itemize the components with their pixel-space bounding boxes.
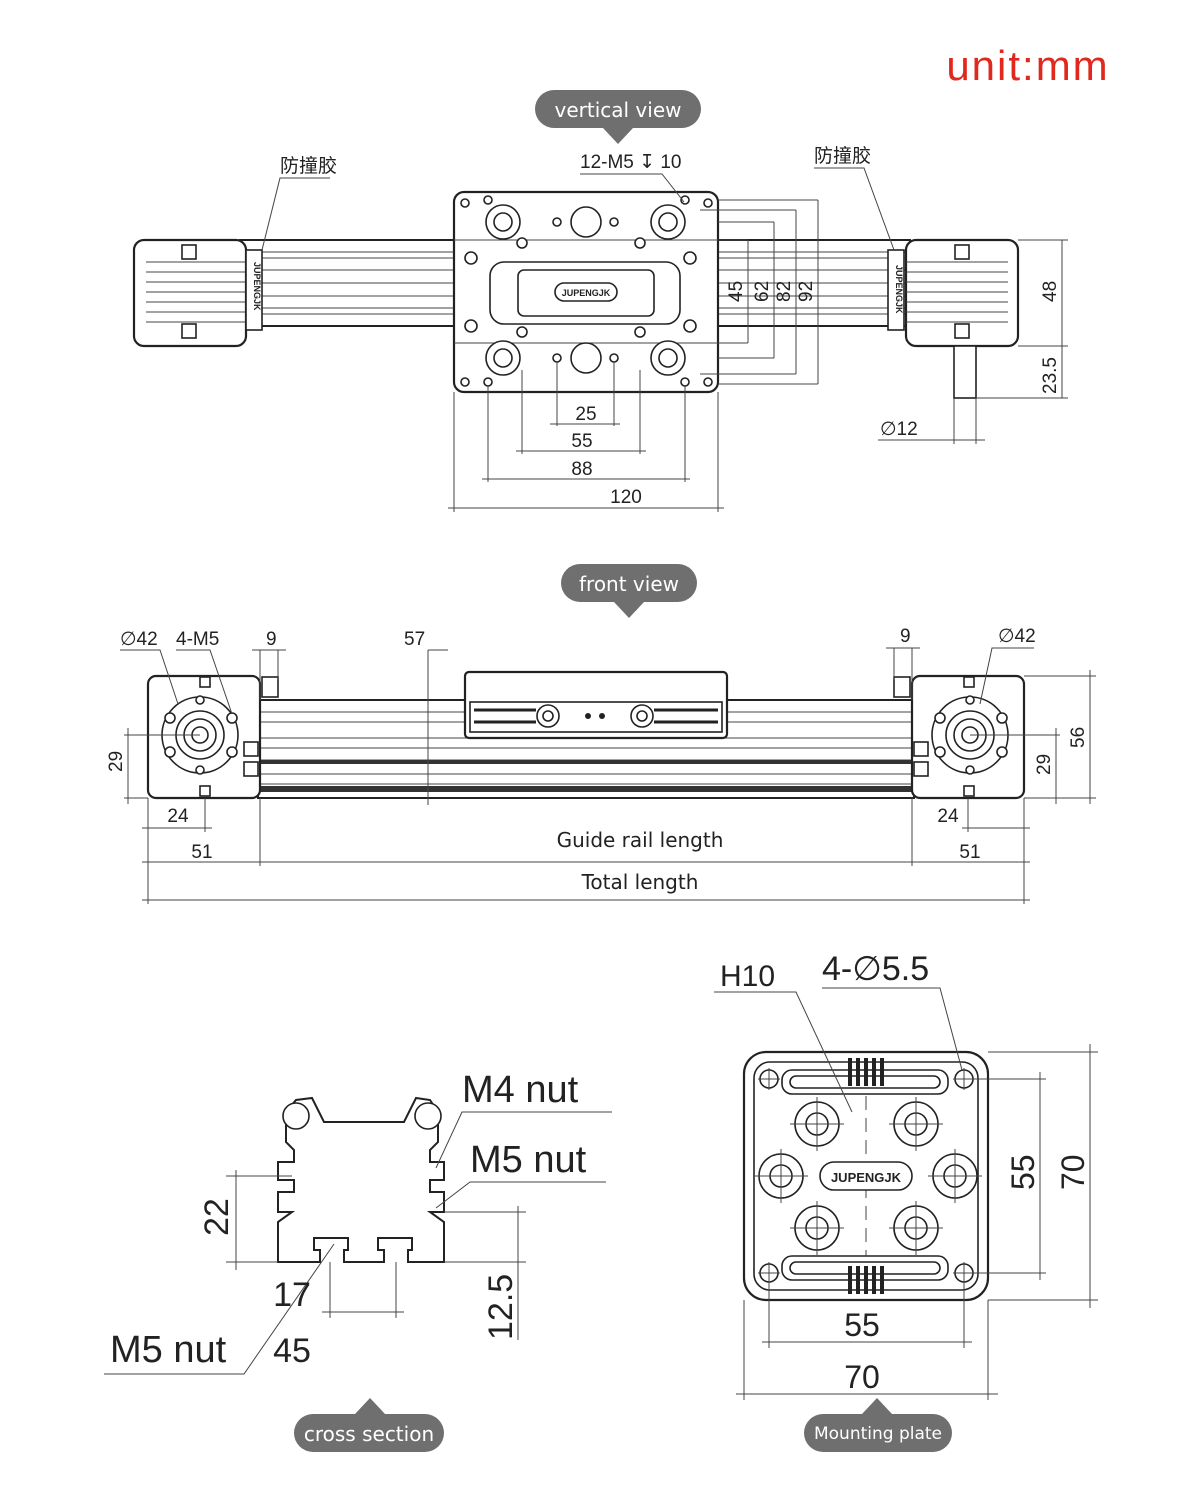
cross-section-title: cross section — [304, 1422, 434, 1446]
dim-82: 82 — [774, 281, 795, 302]
cross-section: M4 nut M5 nut M5 nut 22 12.5 17 45 cross… — [104, 1069, 612, 1452]
front-view: front view — [106, 564, 1096, 904]
dim-17: 17 — [273, 1276, 311, 1314]
carriage-height-dims: 45 62 82 92 — [700, 199, 819, 385]
dim-88: 88 — [571, 459, 592, 480]
dim-9-left: 9 — [266, 629, 277, 650]
guide-rail-length: Guide rail length — [557, 828, 724, 852]
bumper-brand-left: JUPENGJK — [252, 262, 262, 311]
bumper-label-left: 防撞胶 — [280, 155, 337, 177]
front-view-pill: front view — [561, 564, 697, 618]
dim-62: 62 — [752, 281, 773, 302]
dim-55-vertical: 55 — [1005, 1154, 1041, 1190]
ribs-bottom — [848, 1266, 884, 1294]
front-view-title: front view — [579, 572, 679, 596]
front-side-dims: 29 29 56 — [106, 670, 1096, 804]
dim-120: 120 — [610, 487, 642, 508]
total-length: Total length — [581, 870, 699, 894]
mounting-plate-pill: Mounting plate — [804, 1398, 952, 1452]
vertical-view-title: vertical view — [555, 98, 682, 122]
ribs-top — [848, 1058, 884, 1086]
m4-nut-label: M4 nut — [462, 1069, 579, 1111]
dim-55-horizontal: 55 — [844, 1307, 880, 1343]
m5-nut-label-bottom: M5 nut — [110, 1329, 227, 1371]
m5-nut-label-right: M5 nut — [470, 1139, 587, 1181]
hole-crosshairs — [754, 1096, 982, 1256]
dim-55: 55 — [571, 431, 592, 452]
holes-label: 4-∅5.5 — [822, 950, 929, 988]
dim-48: 48 — [1040, 281, 1061, 302]
end-cap-dims: 48 23.5 — [976, 239, 1068, 399]
unit-label: unit:mm — [946, 42, 1109, 89]
dim-29-left: 29 — [106, 751, 127, 772]
dim-shaft: ∅12 — [880, 419, 918, 440]
cross-section-dims: 22 12.5 17 45 — [198, 1170, 526, 1370]
dim-dia-42-right: ∅42 — [998, 626, 1036, 647]
dim-12-5: 12.5 — [482, 1274, 520, 1340]
front-carriage — [463, 670, 729, 740]
dim-22: 22 — [198, 1198, 236, 1236]
dim-51-left: 51 — [191, 842, 212, 863]
dim-92: 92 — [796, 281, 817, 302]
dim-56: 56 — [1068, 727, 1089, 748]
plate-dims: 55 70 55 70 — [736, 1044, 1098, 1400]
dim-51-right: 51 — [959, 842, 980, 863]
bumper-label-right: 防撞胶 — [814, 145, 871, 167]
vertical-view: vertical view JUPENGJK — [132, 90, 1068, 512]
carriage-plate: JUPENGJK — [452, 190, 720, 394]
dim-45-cross: 45 — [273, 1332, 311, 1370]
dim-29-right: 29 — [1034, 754, 1055, 775]
motor-shaft — [953, 345, 977, 399]
plate-logo: JUPENGJK — [831, 1170, 902, 1185]
front-left-end — [146, 674, 279, 800]
h10-label: H10 — [720, 960, 775, 993]
carriage-width-dims: 25 55 88 120 — [448, 362, 724, 512]
dim-70-horizontal: 70 — [844, 1359, 880, 1395]
cross-section-pill: cross section — [294, 1398, 444, 1452]
dim-23-5: 23.5 — [1040, 357, 1061, 394]
left-end-cap: JUPENGJK — [132, 238, 263, 348]
dim-4-m5: 4-M5 — [176, 629, 219, 650]
shaft-dim: ∅12 — [878, 398, 985, 444]
hole-callout: 12-M5 ↧ 10 — [580, 152, 681, 173]
dim-9-right: 9 — [900, 626, 911, 647]
dim-dia-42-left: ∅42 — [120, 629, 158, 650]
carriage-logo: JUPENGJK — [562, 288, 611, 298]
dim-70-vertical: 70 — [1055, 1154, 1091, 1190]
bumper-brand-right: JUPENGJK — [894, 265, 904, 314]
dim-24-right: 24 — [937, 806, 959, 827]
front-bottom-dims: 24 24 51 51 Guide rail length Total leng… — [142, 798, 1030, 904]
mounting-plate: JUPENGJK H10 4-∅5.5 55 70 55 70 — [714, 950, 1098, 1452]
front-right-end — [893, 674, 1026, 800]
dim-45: 45 — [726, 281, 747, 302]
dim-25: 25 — [575, 404, 596, 425]
profile-outline — [277, 1096, 445, 1263]
mounting-plate-title: Mounting plate — [814, 1424, 942, 1444]
dim-57: 57 — [404, 629, 425, 650]
vertical-view-pill: vertical view — [535, 90, 701, 144]
right-end-cap: JUPENGJK — [887, 238, 1020, 399]
dim-24-left: 24 — [167, 806, 189, 827]
